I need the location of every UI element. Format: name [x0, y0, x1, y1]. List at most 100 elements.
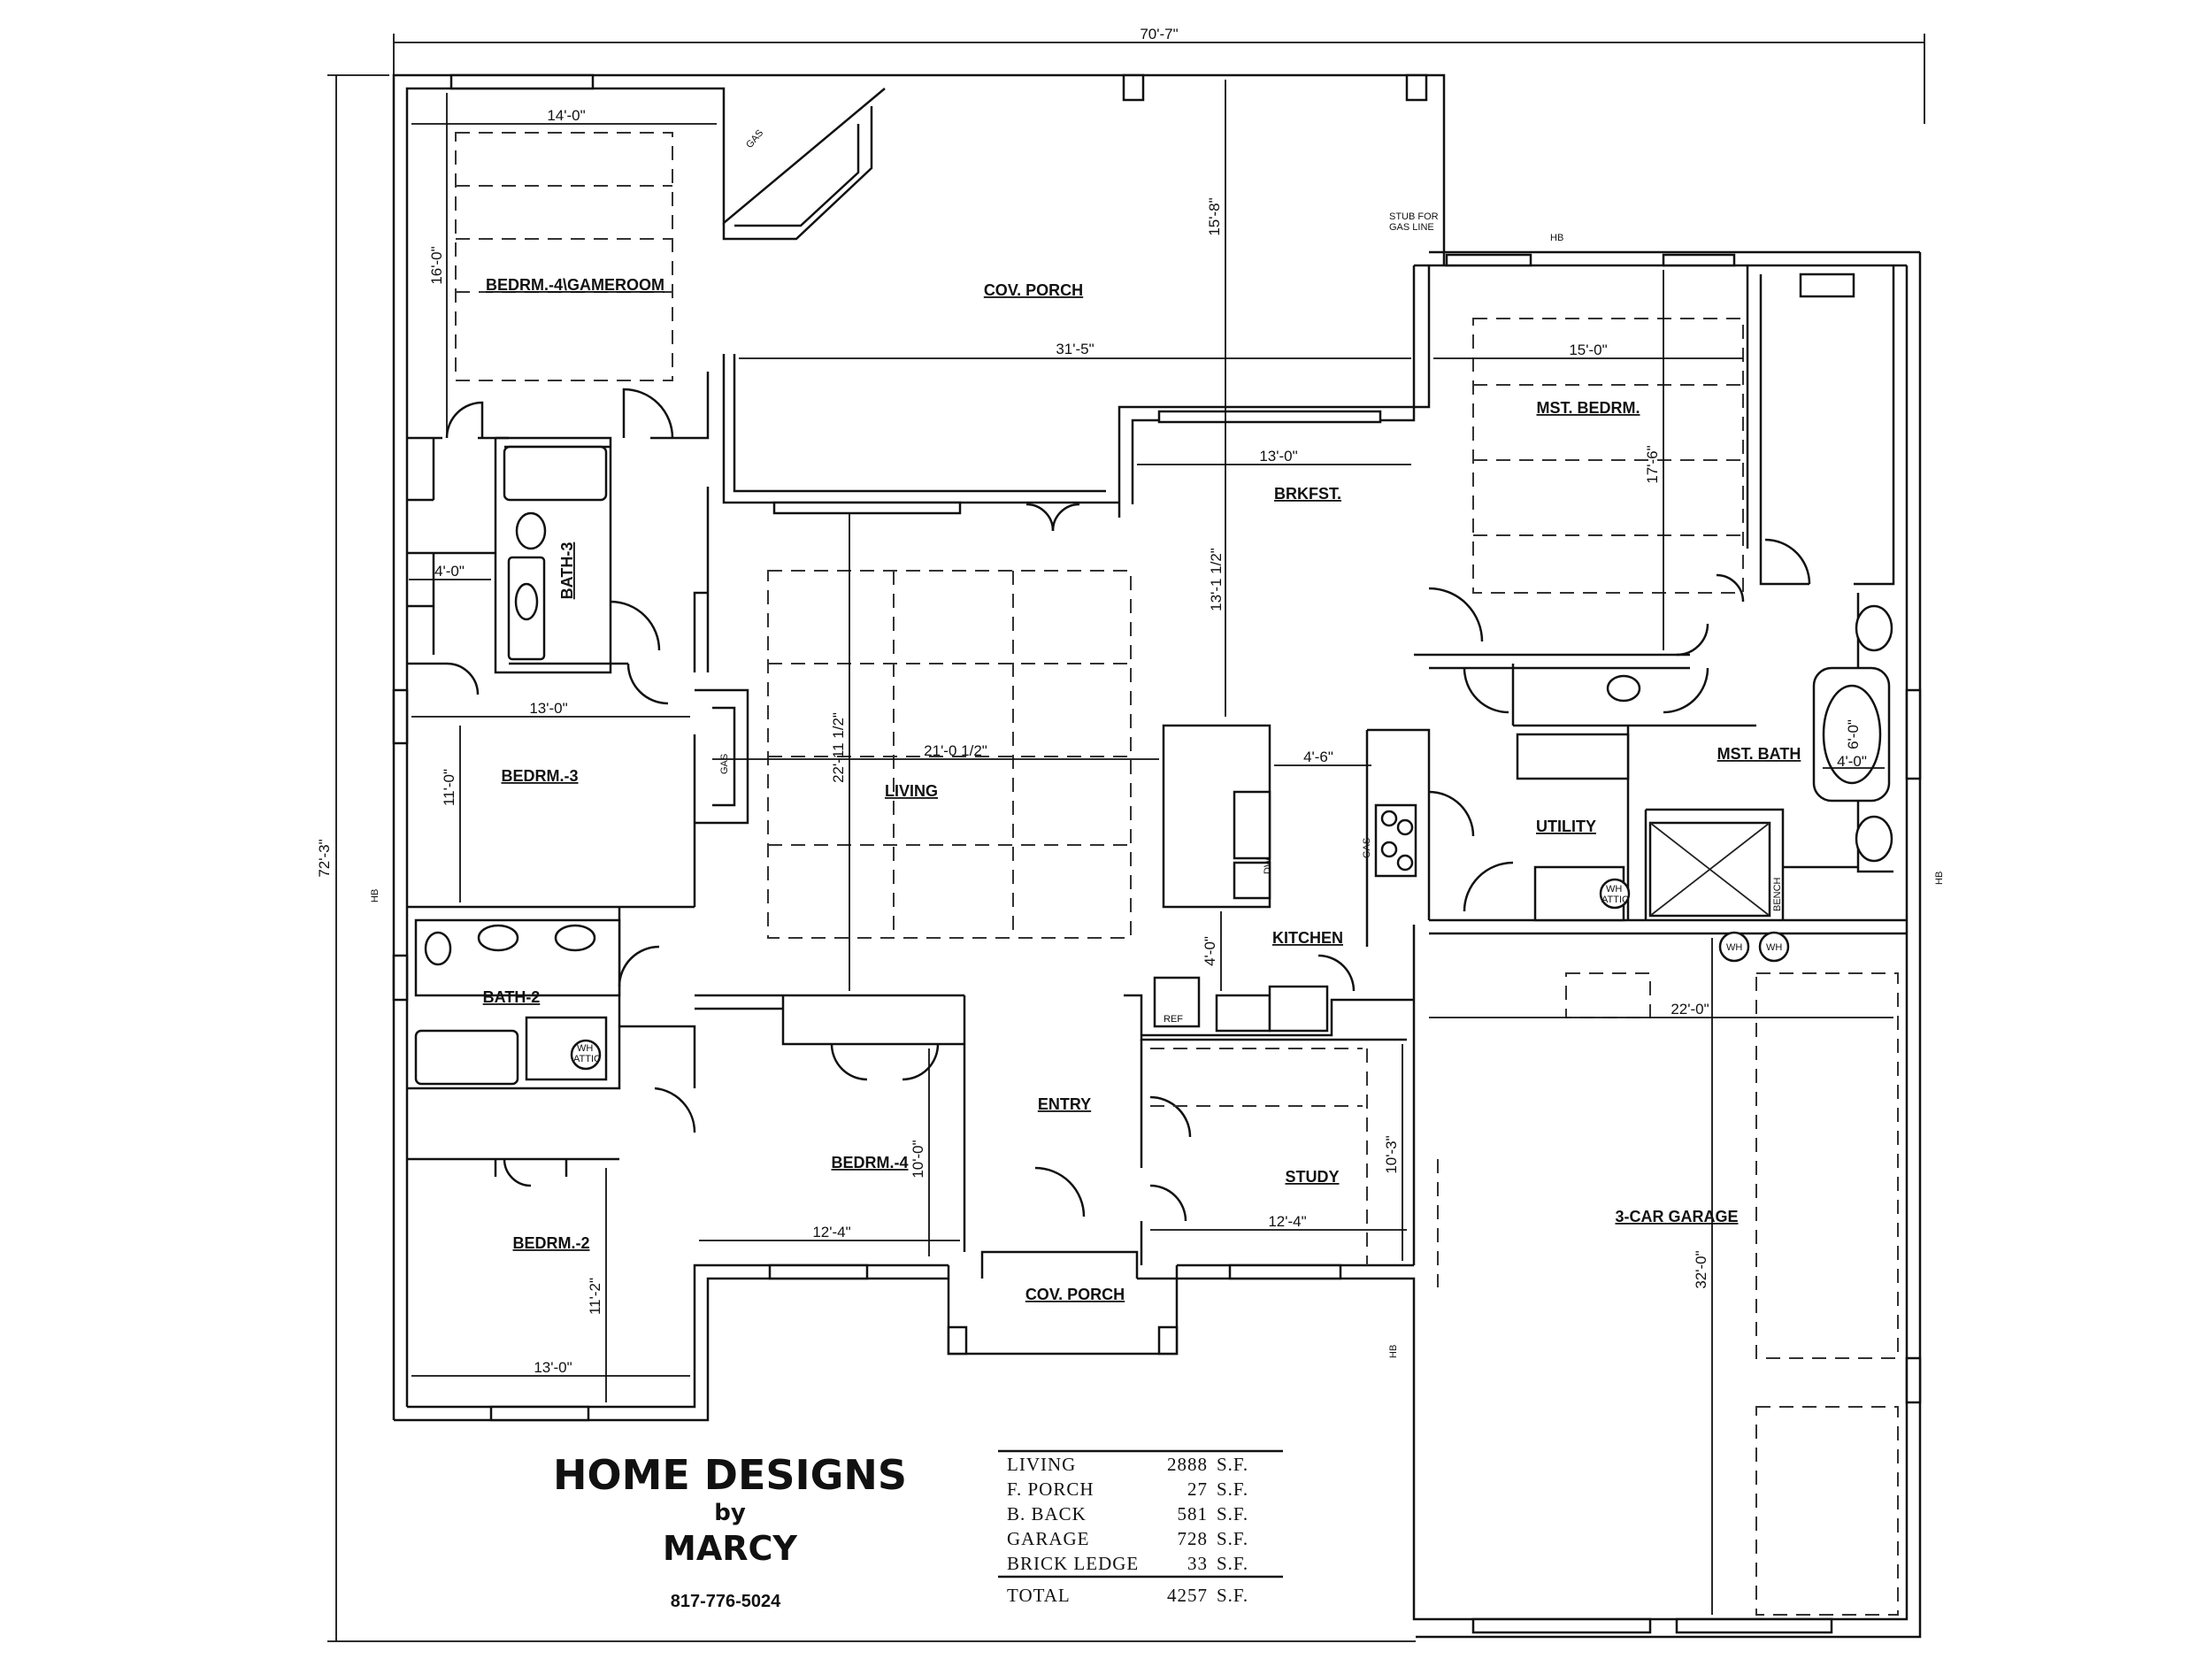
area-row: BRICK LEDGE 33 S.F.: [1007, 1553, 1248, 1574]
area-row-label: B. BACK: [1007, 1503, 1087, 1525]
dim-study-width: 12'-4": [1268, 1213, 1306, 1230]
dim-study-depth: 10'-3": [1383, 1135, 1400, 1173]
dim-master-width: 15'-0": [1569, 342, 1607, 358]
area-row-label: BRICK LEDGE: [1007, 1553, 1139, 1574]
area-row-unit: S.F.: [1217, 1454, 1248, 1475]
dashed-outlines: [455, 132, 1899, 1616]
note-wh-bath2: WH: [577, 1043, 593, 1054]
dim-gameroom-depth: 16'-0": [428, 246, 445, 284]
area-row: B. BACK 581 S.F.: [1007, 1503, 1248, 1525]
dim-bedrm3-depth: 11'-0": [441, 769, 457, 806]
dim-kitchen-gap: 4'-0": [1202, 936, 1218, 966]
brand-block: HOME DESIGNS by MARCY 817-776-5024: [553, 1451, 907, 1611]
area-row: LIVING 2888 S.F.: [1007, 1454, 1248, 1475]
dim-shower-width: 4'-0": [1837, 753, 1867, 770]
area-row: F. PORCH 27 S.F.: [1007, 1479, 1248, 1500]
area-row-unit: S.F.: [1217, 1503, 1248, 1525]
note-stub-line2: GAS LINE: [1389, 222, 1434, 233]
room-label-mst-bath: MST. BATH: [1717, 745, 1801, 763]
dim-porch-width: 31'-5": [1056, 341, 1094, 357]
room-label-gameroom: BEDRM.-4\GAMEROOM: [486, 276, 664, 294]
area-row-value: 27: [1187, 1479, 1208, 1500]
overall-width-label: 70'-7": [1140, 26, 1178, 42]
dim-brkfst-width: 13'-0": [1259, 448, 1297, 465]
windows: [392, 73, 1922, 1634]
area-row-unit: S.F.: [1217, 1528, 1248, 1549]
room-label-bath2: BATH-2: [483, 988, 541, 1006]
area-total-row: TOTAL 4257 S.F.: [1007, 1585, 1248, 1606]
note-wh-util: WH: [1606, 884, 1622, 895]
note-bench: BENCH: [1772, 877, 1783, 911]
area-row-label: F. PORCH: [1007, 1479, 1094, 1500]
doors: [445, 388, 1811, 1222]
room-label-mst-bedrm: MST. BEDRM.: [1537, 399, 1640, 417]
room-label-bedrm3: BEDRM.-3: [501, 767, 578, 785]
note-ref: REF: [1164, 1014, 1183, 1025]
note-attic-util: ATTIC: [1601, 895, 1629, 905]
area-table: LIVING 2888 S.F. F. PORCH 27 S.F. B. BAC…: [998, 1449, 1283, 1606]
room-label-bedrm4: BEDRM.-4: [831, 1154, 908, 1171]
room-label-kitchen: KITCHEN: [1272, 929, 1343, 947]
room-dimensions: 14'-0" 16'-0" 15'-8" 31'-5" 15'-0" 17'-6…: [409, 80, 1893, 1615]
area-row-value: 2888: [1167, 1454, 1208, 1475]
overall-dimensions: 70'-7" 72'-3": [316, 26, 1925, 1642]
dim-garage-depth: 32'-0": [1693, 1250, 1709, 1288]
dim-bedrm3-width: 13'-0": [529, 700, 567, 717]
dim-garage-width: 22'-0": [1671, 1001, 1709, 1018]
note-gas-fireplace: GAS: [719, 754, 730, 774]
dim-living-width: 21'-0 1/2": [924, 742, 987, 759]
note-hb-front: HB: [1388, 1345, 1399, 1358]
dim-island-gap: 4'-6": [1303, 749, 1333, 765]
note-hb-left: HB: [370, 889, 380, 902]
overall-depth-label: 72'-3": [316, 839, 333, 877]
brand-line2: by: [714, 1500, 746, 1526]
area-row-label: GARAGE: [1007, 1528, 1090, 1549]
area-row-value: 728: [1178, 1528, 1209, 1549]
note-hb-top: HB: [1550, 233, 1563, 243]
dim-bedrm4-width: 12'-4": [812, 1224, 850, 1240]
interior-walls: [407, 265, 1907, 1265]
dim-living-depth: 22'-11 1/2": [830, 712, 847, 783]
room-label-utility: UTILITY: [1536, 818, 1596, 835]
area-row-unit: S.F.: [1217, 1479, 1248, 1500]
note-hb-right: HB: [1934, 872, 1945, 885]
room-label-brkfst: BRKFST.: [1274, 485, 1341, 503]
room-labels: BEDRM.-4\GAMEROOM COV. PORCH MST. BEDRM.…: [483, 276, 1801, 1303]
dim-closet-width: 4'-0": [434, 563, 465, 580]
fixtures: [414, 73, 1893, 1356]
area-row-unit: S.F.: [1217, 1553, 1248, 1574]
room-label-study: STUDY: [1285, 1168, 1339, 1186]
note-stub-line1: STUB FOR: [1389, 211, 1439, 222]
area-row-value: 33: [1187, 1553, 1208, 1574]
area-total-value: 4257: [1167, 1585, 1208, 1606]
dim-gameroom-width: 14'-0": [547, 107, 585, 124]
note-gas-porch: GAS: [744, 127, 765, 150]
area-row-label: LIVING: [1007, 1454, 1076, 1475]
dim-brkfst-depth: 13'-1 1/2": [1208, 548, 1225, 611]
note-wh-garage-1: WH: [1726, 942, 1742, 953]
area-total-label: TOTAL: [1007, 1585, 1071, 1606]
room-label-cov-porch-back: COV. PORCH: [984, 281, 1083, 299]
brand-phone: 817-776-5024: [671, 1592, 781, 1611]
dim-tub-width: 6'-0": [1845, 719, 1862, 749]
note-attic-bath2: ATTIC: [573, 1054, 601, 1064]
room-label-living: LIVING: [885, 782, 938, 800]
note-wh-garage-2: WH: [1766, 942, 1782, 953]
room-label-garage: 3-CAR GARAGE: [1615, 1208, 1738, 1225]
area-total-unit: S.F.: [1217, 1585, 1248, 1606]
brand-line1: HOME DESIGNS: [553, 1451, 907, 1499]
note-dw: DW: [1263, 857, 1273, 874]
room-label-bedrm2: BEDRM.-2: [512, 1234, 589, 1252]
area-row: GARAGE 728 S.F.: [1007, 1528, 1248, 1549]
note-gas-range: GAS: [1362, 838, 1372, 858]
room-label-cov-porch-front: COV. PORCH: [1025, 1286, 1125, 1303]
plan-notes: GAS GAS GAS STUB FOR GAS LINE HB HB HB H…: [370, 127, 1945, 1358]
room-label-bath3: BATH-3: [558, 542, 576, 600]
dim-master-depth: 17'-6": [1644, 445, 1661, 483]
room-label-entry: ENTRY: [1038, 1095, 1091, 1113]
dim-bedrm2-width: 13'-0": [534, 1359, 572, 1376]
dim-bedrm4-depth: 10'-0": [910, 1140, 926, 1178]
dim-porch-depth: 15'-8": [1206, 197, 1223, 235]
brand-line3: MARCY: [663, 1529, 797, 1568]
